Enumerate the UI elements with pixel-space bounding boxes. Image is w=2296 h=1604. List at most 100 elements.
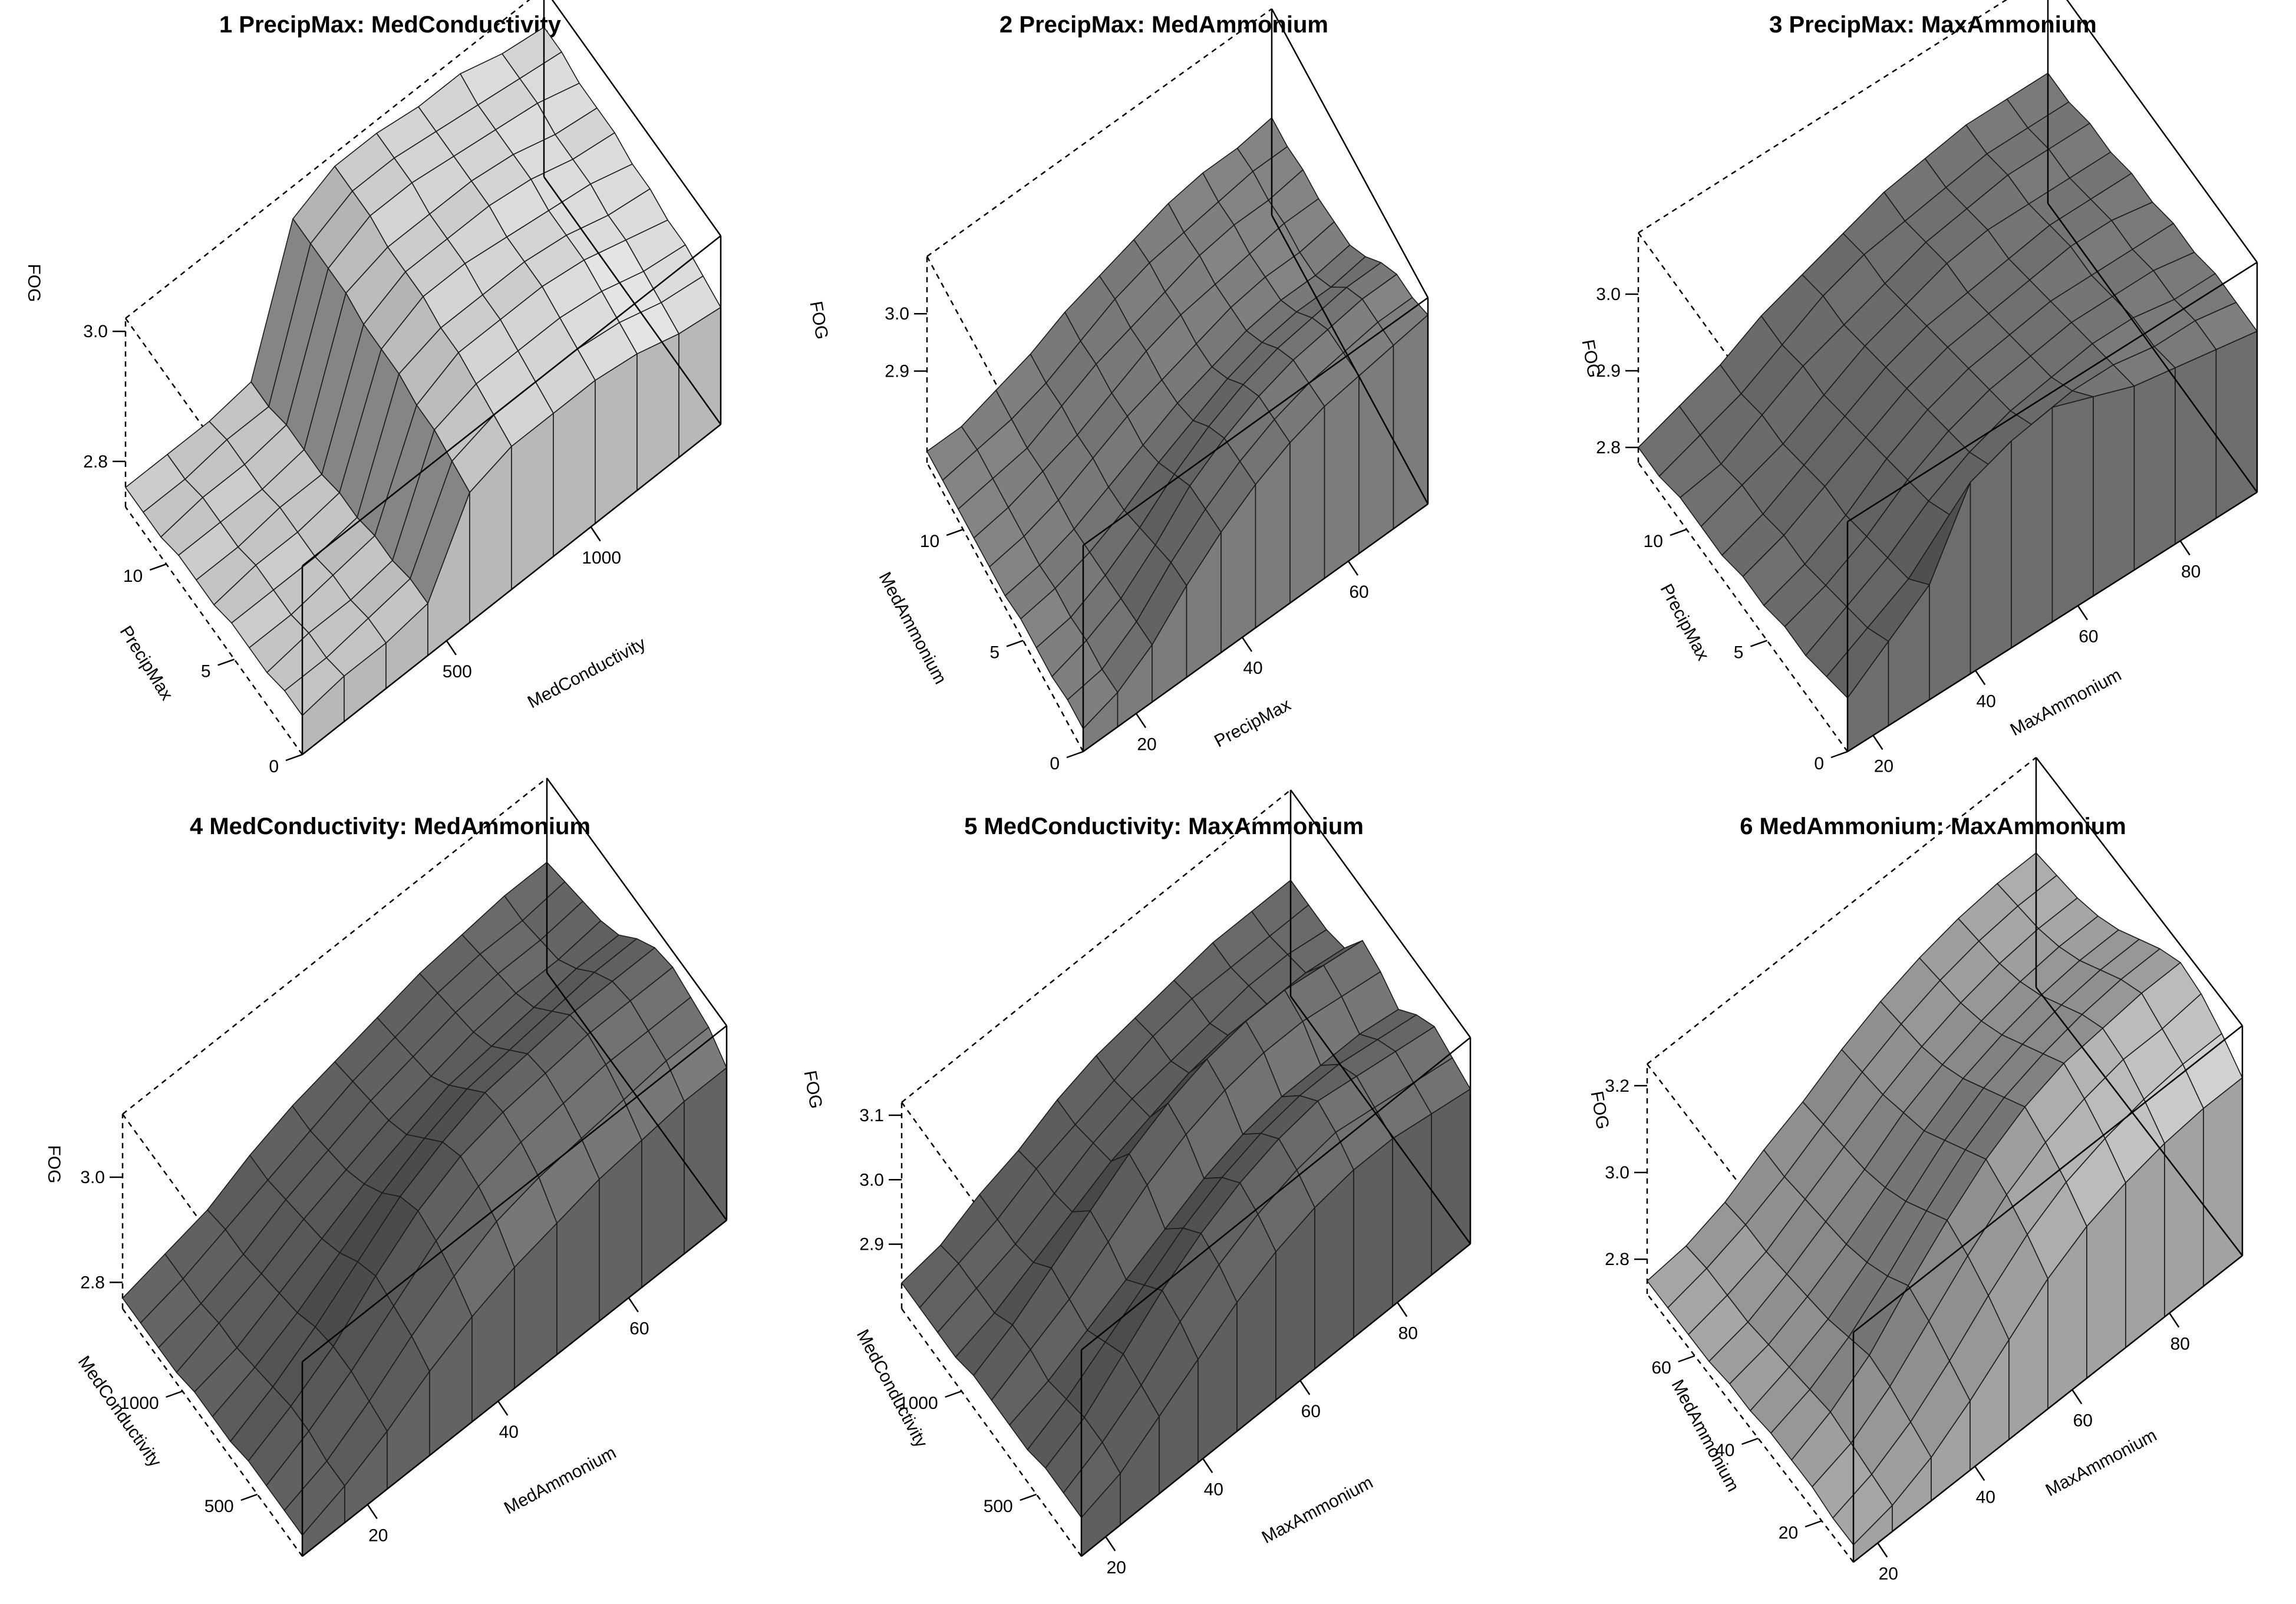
- surface-skirt: [1353, 1138, 1393, 1338]
- x-tick-label: 1000: [899, 1394, 938, 1413]
- z-tick-label: 3.0: [885, 304, 909, 324]
- y-tick-mark: [1975, 670, 1986, 686]
- y-tick-label: 40: [1976, 1488, 1995, 1507]
- box-edge: [2047, 203, 2258, 493]
- panel-4: 4 MedConductivity: MedAmmonium MedConduc…: [44, 778, 728, 1557]
- y-tick-mark: [1105, 1536, 1116, 1552]
- x-tick-label: 20: [1779, 1523, 1798, 1543]
- x-axis-label: PrecipMax: [116, 623, 177, 704]
- y-tick-label: 20: [368, 1526, 388, 1545]
- y-tick-label: 500: [443, 662, 472, 681]
- surface-skirt: [1431, 1088, 1471, 1276]
- y-tick-mark: [367, 1504, 378, 1520]
- x-tick-label: 5: [201, 661, 211, 681]
- panel-title: 1 PrecipMax: MedConductivity: [219, 12, 562, 38]
- box-hidden-edge: [1647, 757, 2037, 1065]
- box-hidden-edge: [122, 778, 547, 1115]
- surface-skirt: [2011, 407, 2053, 648]
- x-tick-mark: [945, 1390, 962, 1398]
- x-tick-mark: [1670, 528, 1687, 536]
- surface-skirt: [678, 307, 721, 458]
- y-tick-mark: [2071, 1389, 2083, 1405]
- x-axis-label: MedAmmonium: [1668, 1376, 1743, 1495]
- box-edge: [1271, 215, 1429, 505]
- y-axis-label: MaxAmmonium: [2043, 1425, 2160, 1500]
- x-tick-mark: [285, 753, 303, 762]
- box-edge: [302, 235, 721, 566]
- box-hidden-edge: [901, 789, 1291, 1103]
- y-tick-label: 60: [1301, 1402, 1321, 1421]
- y-tick-mark: [628, 1297, 639, 1313]
- y-tick-mark: [1397, 1302, 1408, 1318]
- box-hidden-edge: [1638, 0, 2008, 234]
- y-tick-label: 40: [1204, 1480, 1223, 1499]
- surface-skirt: [2175, 349, 2217, 545]
- y-axis-label: MedAmmonium: [501, 1443, 619, 1519]
- x-axis-label: PrecipMax: [1657, 581, 1713, 664]
- box-hidden-edge: [125, 0, 530, 319]
- x-tick-label: 10: [1644, 532, 1663, 551]
- z-tick-label: 3.2: [1605, 1076, 1629, 1096]
- box-edge: [1847, 491, 2258, 753]
- y-tick-label: 80: [2181, 562, 2201, 582]
- box-hidden-edge: [926, 462, 1084, 752]
- x-tick-mark: [1678, 1355, 1695, 1363]
- x-tick-mark: [240, 1493, 258, 1501]
- z-tick-label: 2.9: [885, 361, 909, 381]
- panel-2: 2 PrecipMax: MedAmmonium PrecipMax MedAm…: [806, 8, 1429, 773]
- y-tick-label: 80: [1398, 1323, 1418, 1343]
- y-tick-label: 20: [1107, 1558, 1126, 1577]
- box-hidden-edge: [124, 506, 304, 755]
- box-hidden-edge: [926, 8, 1272, 258]
- x-tick-label: 0: [269, 757, 279, 776]
- panel-5: 5 MedConductivity: MaxAmmonium MedConduc…: [800, 789, 1472, 1577]
- box-edge: [1853, 1255, 2243, 1563]
- box-edge: [546, 778, 728, 1026]
- z-tick-label: 3.0: [1605, 1163, 1629, 1183]
- x-tick-label: 10: [920, 532, 939, 551]
- y-tick-mark: [1872, 735, 1883, 750]
- x-axis-label: PrecipMax: [1211, 695, 1294, 752]
- x-tick-mark: [149, 563, 167, 571]
- z-tick-label: 3.0: [859, 1170, 884, 1190]
- y-tick-mark: [497, 1401, 509, 1416]
- y-tick-label: 60: [1349, 582, 1368, 602]
- y-tick-label: 1000: [582, 548, 621, 568]
- x-tick-mark: [1066, 750, 1084, 759]
- x-tick-label: 1000: [120, 1394, 159, 1413]
- box-edge: [2036, 757, 2243, 1026]
- y-tick-mark: [1299, 1380, 1311, 1395]
- y-tick-mark: [590, 526, 601, 542]
- surface-skirt: [2215, 331, 2258, 519]
- panel-3: 3 PrecipMax: MaxAmmonium PrecipMax MaxAm…: [1578, 0, 2258, 776]
- x-tick-label: 500: [204, 1497, 234, 1516]
- panel-title: 6 MedAmmonium: MaxAmmonium: [1740, 813, 2126, 839]
- y-tick-mark: [2179, 540, 2191, 556]
- box-edge: [1081, 1243, 1471, 1557]
- box-edge: [1853, 1025, 2243, 1333]
- x-tick-mark: [946, 528, 964, 536]
- y-tick-mark: [2077, 605, 2088, 621]
- surface-skirt: [2164, 1108, 2204, 1318]
- x-tick-label: 5: [1734, 643, 1744, 663]
- x-tick-mark: [1020, 1493, 1037, 1501]
- z-tick-label: 2.8: [83, 452, 108, 472]
- x-tick-label: 40: [1715, 1441, 1734, 1460]
- y-axis-label: MaxAmmonium: [2007, 665, 2125, 740]
- box-edge: [302, 424, 721, 755]
- box-edge: [543, 176, 722, 425]
- y-axis-label: MedConductivity: [524, 634, 649, 712]
- box-hidden-edge: [121, 1308, 304, 1557]
- y-tick-mark: [1241, 637, 1253, 652]
- x-tick-mark: [1805, 1520, 1822, 1528]
- z-tick-label: 2.8: [1596, 438, 1621, 457]
- box-edge: [2066, 0, 2258, 263]
- panel-1: 1 PrecipMax: MedConductivity PrecipMax M…: [24, 0, 722, 776]
- x-tick-mark: [217, 658, 235, 666]
- x-tick-label: 60: [1651, 1358, 1671, 1378]
- y-tick-label: 20: [1874, 757, 1893, 776]
- z-tick-label: 2.8: [1605, 1250, 1629, 1269]
- box-hidden-edge: [900, 1308, 1083, 1557]
- y-tick-label: 80: [2170, 1335, 2190, 1354]
